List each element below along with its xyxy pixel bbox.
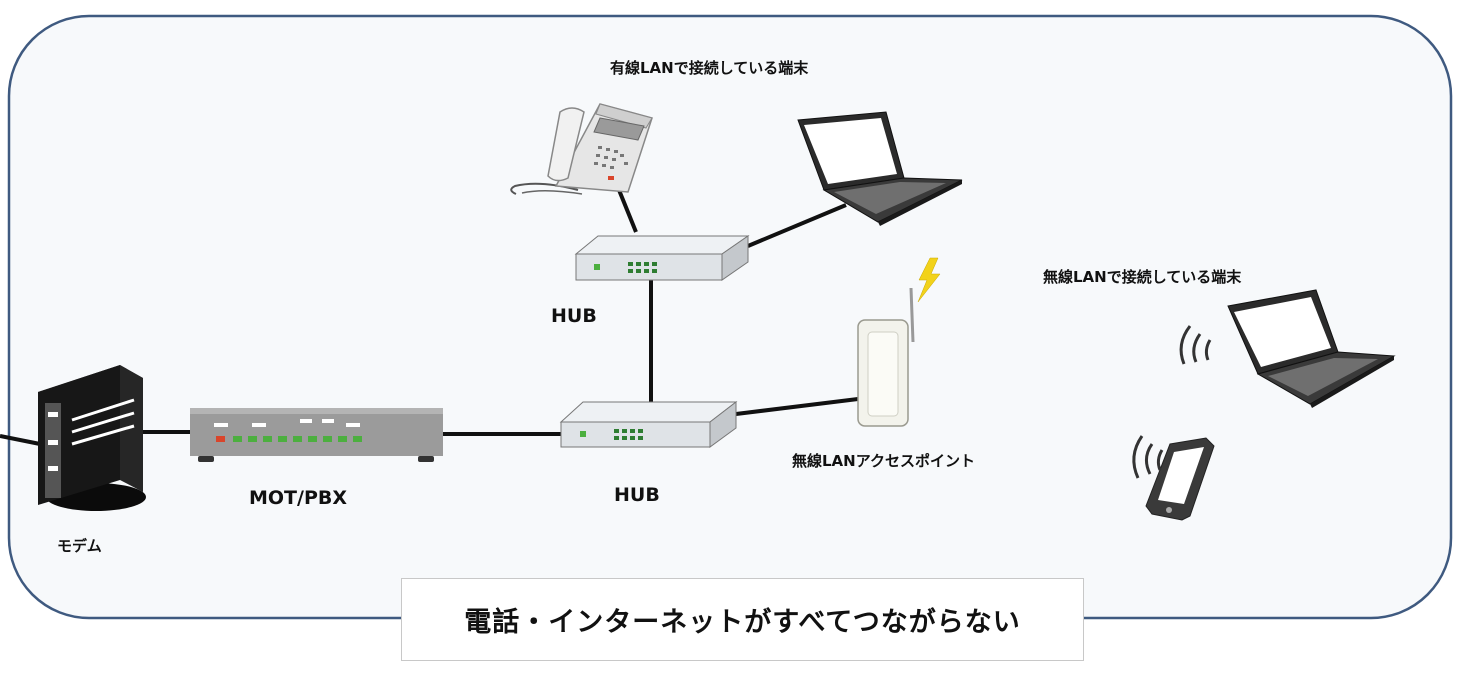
access-point-icon xyxy=(857,287,915,427)
status-message: 電話・インターネットがすべてつながらない xyxy=(464,607,1021,638)
cables xyxy=(0,189,859,446)
wireless-devices-title: 無線LANで接続している端末 xyxy=(1043,268,1242,286)
cable-phone-hub xyxy=(617,189,638,233)
status-message-box: 電話・インターネットがすべてつながらない xyxy=(401,578,1084,661)
hub-bottom-label: HUB xyxy=(614,484,660,506)
lightning-icon xyxy=(917,257,941,303)
modem-label: モデム xyxy=(57,537,102,555)
wired-laptop-icon xyxy=(797,111,963,226)
wifi-waves-phone-icon xyxy=(1132,435,1164,479)
modem-icon xyxy=(38,365,146,511)
smartphone-icon xyxy=(1145,437,1215,521)
mot-pbx-label: MOT/PBX xyxy=(249,487,348,509)
cable-hub-ap xyxy=(735,397,859,416)
cable-hub-laptop xyxy=(747,203,847,248)
cable-external xyxy=(0,434,41,446)
hub-top-icon xyxy=(574,235,750,281)
hub-bottom-icon xyxy=(559,400,738,448)
access-point-label: 無線LANアクセスポイント xyxy=(792,452,975,470)
ip-phone-icon xyxy=(510,103,653,195)
hub-top-label: HUB xyxy=(551,305,597,327)
mot-pbx-icon xyxy=(190,408,443,462)
wireless-laptop-icon xyxy=(1227,289,1396,408)
wired-devices-title: 有線LANで接続している端末 xyxy=(610,59,809,77)
wifi-waves-laptop-icon xyxy=(1179,325,1212,365)
